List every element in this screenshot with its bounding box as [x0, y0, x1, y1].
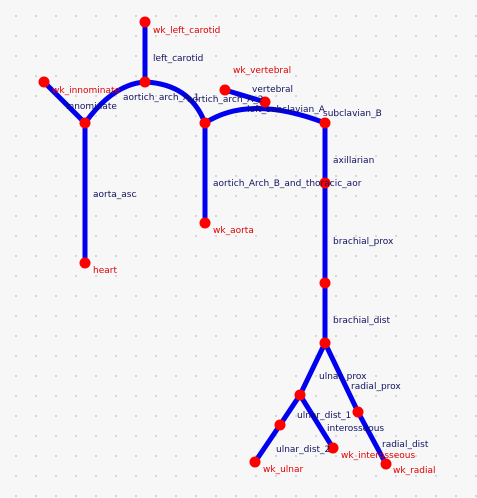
label-aorta-asc: aorta_asc: [93, 190, 136, 200]
label-ulnar-prox: ulnar_prox: [319, 372, 367, 382]
label-subclavian-b: subclavian_B: [323, 109, 382, 119]
vessel-ulnar-prox: [297, 340, 328, 398]
node-wk-vertebral[interactable]: [219, 84, 231, 96]
label-ulnar-dist-2: ulnar_dist_2: [276, 445, 330, 455]
node-carotid-junction[interactable]: [139, 76, 151, 88]
node-ulnar-junction[interactable]: [294, 389, 306, 401]
vessel-segments: [41, 19, 389, 467]
vessel-interosseous: [297, 392, 336, 451]
label-vertebral: vertebral: [252, 85, 293, 95]
label-wk-vertebral: wk_vertebral: [233, 66, 291, 76]
label-aortic-arch-b: aortich_Arch_B_and_thoracic_aor: [213, 179, 362, 189]
terminal-labels: wk_left_carotid wk_innominate wk_vertebr…: [52, 26, 436, 476]
label-axillarian: axillarian: [333, 156, 374, 166]
vessel-radial-prox: [322, 340, 361, 415]
label-aortic-arch-a1: aortich_arch_A_1: [123, 93, 199, 103]
node-wk-interosseous[interactable]: [327, 442, 339, 454]
nodes: [38, 16, 392, 470]
node-elbow-junction[interactable]: [319, 337, 331, 349]
label-wk-radial: wk_radial: [393, 466, 436, 476]
label-radial-dist: radial_dist: [382, 440, 429, 450]
label-ulnar-dist-1: ulnar_dist_1: [297, 411, 351, 421]
node-arch-junction[interactable]: [199, 117, 211, 129]
label-left-carotid: left_carotid: [153, 54, 203, 64]
vessel-labels: left_carotid aortich_arch_A_1 aortich_ar…: [66, 54, 429, 455]
label-brachial-dist: brachial_dist: [333, 316, 390, 326]
vessel-ulnar-dist-2: [252, 422, 283, 465]
label-wk-innominate: wk_innominate: [52, 86, 121, 96]
label-wk-ulnar: wk_ulnar: [263, 465, 303, 475]
label-radial-prox: radial_prox: [351, 382, 401, 392]
node-wk-innominate[interactable]: [38, 76, 50, 88]
label-interosseous: interosseous: [327, 424, 384, 434]
label-brachial-prox: brachial_prox: [333, 237, 394, 247]
vessel-innominate-upper: [41, 79, 88, 126]
vessel-vertebral: [222, 87, 268, 105]
vessel-radial-dist: [355, 409, 389, 467]
node-brachial-junction[interactable]: [319, 277, 331, 289]
node-ulnar-dist-junction[interactable]: [274, 419, 286, 431]
vessel-aortic-arch-a2: [142, 79, 208, 126]
label-wk-left-carotid: wk_left_carotid: [153, 26, 220, 36]
node-heart[interactable]: [79, 257, 91, 269]
vessel-aortic-arch-a1: [82, 79, 148, 126]
node-axillarian-junction[interactable]: [319, 177, 331, 189]
label-aortic-arch-a2: aortich_arch_A_2: [187, 95, 263, 105]
vessel-ulnar-dist-1: [277, 392, 303, 428]
node-wk-aorta[interactable]: [199, 217, 211, 229]
node-radial-junction[interactable]: [352, 406, 364, 418]
node-subclavian-junction[interactable]: [319, 117, 331, 129]
node-vertebral-junction[interactable]: [259, 96, 271, 108]
label-innominate: innominate: [66, 102, 117, 112]
label-wk-interosseous: wk_interosseous: [341, 451, 415, 461]
label-wk-aorta: wk_aorta: [213, 226, 254, 236]
node-innominate-junction[interactable]: [79, 117, 91, 129]
label-left-subclavian-a: left_subclavian_A: [247, 105, 326, 115]
vessel-left-subclavian-a: [202, 106, 328, 126]
node-wk-left-carotid[interactable]: [139, 16, 151, 28]
label-heart: heart: [93, 266, 117, 276]
node-wk-ulnar[interactable]: [249, 456, 261, 468]
node-wk-radial[interactable]: [380, 458, 392, 470]
